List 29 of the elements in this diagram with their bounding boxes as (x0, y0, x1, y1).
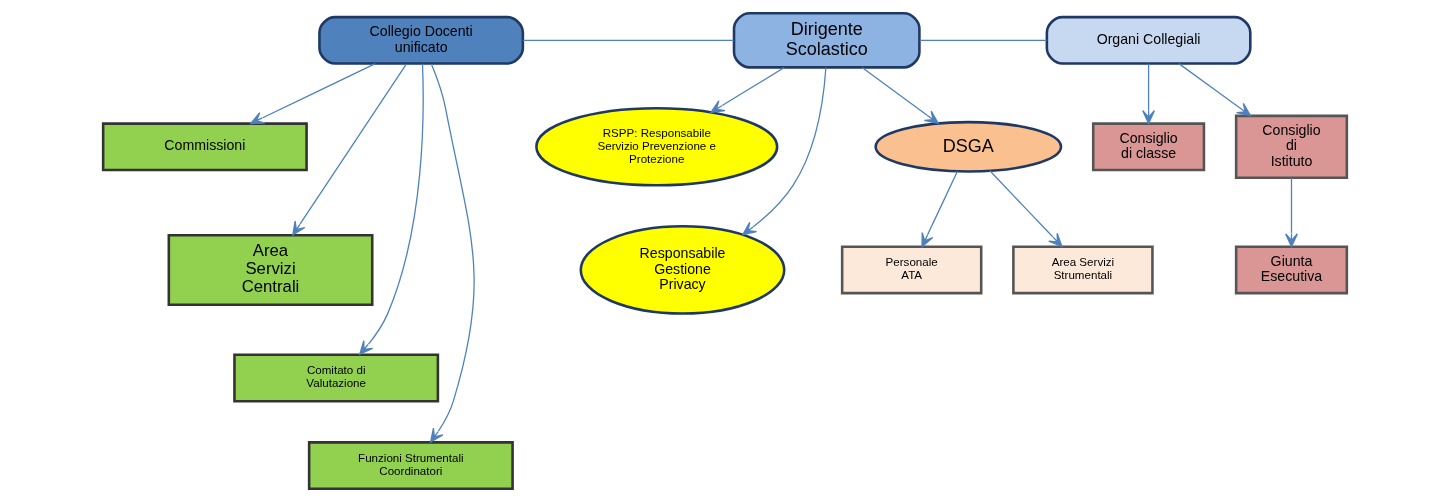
node-box: Dirigente Scolastico (732, 12, 921, 69)
node-box: Consiglio di Istituto (1234, 114, 1348, 179)
node-box: Organi Collegiali (1045, 15, 1252, 65)
node-box: Area Servizi Strumentali (1011, 245, 1154, 295)
arrow (358, 63, 424, 355)
node-ellipse: DSGA (873, 120, 1062, 173)
node-box: Funzioni Strumentali Coordinatori (307, 441, 514, 490)
node-box: Comitato di Valutazione (232, 353, 439, 403)
node-box: Area Servizi Centrali (167, 233, 373, 306)
arrow (741, 66, 827, 236)
arrow (429, 63, 475, 443)
arrow (1177, 63, 1251, 117)
arrow (988, 170, 1062, 248)
arrow (709, 66, 785, 114)
connector (521, 39, 734, 41)
arrow (1141, 63, 1155, 125)
node-ellipse: Responsabile Gestione Privacy (579, 225, 785, 315)
connector (918, 39, 1047, 41)
arrow (291, 63, 407, 236)
node-box: Personale ATA (840, 245, 982, 295)
arrow (860, 66, 939, 125)
node-box: Giunta Esecutiva (1234, 245, 1348, 295)
node-box: Commissioni (101, 122, 308, 172)
node-ellipse: RSPP: Responsabile Servizio Prevenzione e Protezione (534, 107, 778, 187)
node-box: Consiglio di classe (1091, 122, 1205, 172)
arrow (1284, 177, 1298, 248)
arrow (920, 170, 958, 248)
arrow (249, 63, 376, 125)
node-box: Collegio Docenti unificato (317, 15, 524, 65)
